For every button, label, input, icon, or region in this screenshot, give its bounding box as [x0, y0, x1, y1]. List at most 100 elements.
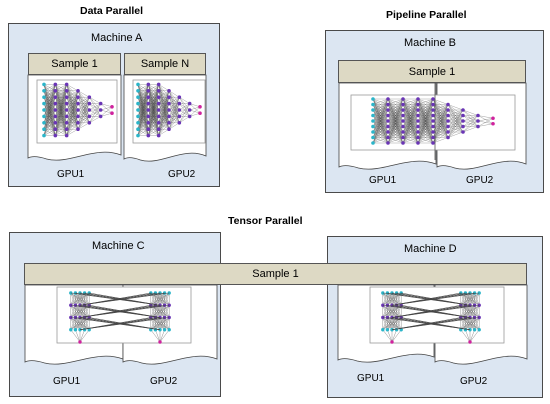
net-pipeline-node: [371, 141, 375, 145]
net-pipeline-node: [431, 141, 435, 145]
net-pipeline-node: [431, 119, 435, 123]
net-tensor-c-right-node: [162, 328, 167, 332]
net-pipeline-node: [371, 97, 375, 101]
net-pipeline-node: [416, 119, 420, 123]
net-data-gpu1-node: [53, 101, 58, 106]
net-data-gpu2-node: [198, 111, 202, 115]
net-data-gpu2-node: [146, 101, 151, 106]
net-data-gpu2-node: [167, 95, 171, 99]
net-pipeline-node: [461, 124, 465, 129]
net-data-gpu1-node: [64, 121, 69, 125]
net-data-gpu2-node: [146, 89, 151, 93]
net-data-gpu1-node: [42, 95, 46, 99]
net-pipeline-node: [446, 130, 450, 134]
net-pipeline-node: [416, 141, 420, 145]
net-pipeline-node: [401, 119, 405, 123]
net-pipeline-node: [371, 119, 375, 123]
net-data-gpu2-node: [156, 133, 161, 138]
net-pipeline-node: [431, 130, 435, 134]
net-data-gpu1-node: [42, 121, 46, 125]
net-data-gpu2-node: [136, 101, 140, 106]
net-data-gpu1-node: [42, 108, 46, 112]
net-tensor-c-left-node: [78, 340, 82, 344]
net-data-gpu1-node: [87, 101, 92, 106]
net-pipeline-node: [491, 116, 495, 121]
net-pipeline-node: [371, 124, 375, 129]
net-data-gpu1-node: [64, 108, 69, 112]
net-data-gpu2-node: [167, 114, 171, 119]
net-data-gpu2-node: [167, 108, 171, 112]
net-data-gpu1-node: [64, 133, 69, 138]
net-data-gpu2-node: [156, 89, 161, 93]
net-pipeline-node: [401, 124, 405, 129]
gpu2-label-tensor-d: GPU2: [460, 376, 488, 387]
net-data-gpu2-node: [156, 101, 161, 106]
net-data-gpu2-node: [156, 108, 161, 112]
gpu2-label-tensor-c: GPU2: [150, 376, 178, 387]
net-data-gpu2-node: [146, 127, 151, 131]
net-data-gpu1-node: [64, 95, 69, 99]
net-pipeline-node: [401, 130, 405, 134]
net-data-gpu2-node: [167, 89, 171, 93]
net-data-gpu2-node: [156, 82, 161, 87]
net-data-gpu1-node: [42, 101, 46, 106]
net-pipeline-node: [476, 113, 480, 118]
net-data-gpu2-node: [156, 127, 161, 131]
machine-a-label: Machine A: [91, 32, 143, 44]
gpu1-label-data: GPU1: [57, 169, 85, 180]
net-data-gpu1-node: [87, 108, 92, 112]
data-parallel-title: Data Parallel: [80, 5, 144, 17]
gpu1-label-tensor-d: GPU1: [357, 373, 385, 384]
net-tensor-c-left-node: [73, 328, 78, 332]
net-pipeline-node: [416, 113, 420, 118]
net-pipeline-node: [446, 113, 450, 118]
net-data-gpu1-node: [53, 121, 58, 125]
net-pipeline-node: [386, 108, 390, 112]
net-data-gpu1-node: [87, 114, 92, 119]
net-data-gpu2-node: [187, 108, 192, 112]
net-tensor-d-right-node: [459, 328, 463, 332]
net-data-gpu1-node: [76, 95, 80, 99]
net-pipeline-node: [461, 108, 465, 112]
net-pipeline-node: [371, 113, 375, 118]
net-data-gpu2-node: [136, 95, 140, 99]
net-data-gpu2-node: [167, 121, 171, 125]
net-data-gpu1-node: [76, 101, 80, 106]
net-data-gpu1-node: [87, 95, 92, 99]
net-tensor-c-left-node: [87, 328, 91, 332]
net-pipeline-node: [431, 135, 435, 140]
net-data-gpu2-node: [156, 114, 161, 119]
net-pipeline-node: [371, 108, 375, 112]
gpu2-label-data: GPU2: [168, 169, 196, 180]
net-pipeline-node: [416, 135, 420, 140]
net-data-gpu2-node: [146, 133, 151, 138]
net-pipeline-node: [431, 102, 435, 107]
tensor-parallel-title: Tensor Parallel: [228, 215, 303, 227]
net-pipeline-node: [386, 113, 390, 118]
machine-d-label: Machine D: [404, 243, 457, 255]
net-data-gpu1-node: [76, 89, 80, 93]
net-data-gpu1-node: [98, 108, 103, 112]
net-tensor-d-left-node: [399, 328, 403, 332]
net-pipeline-node: [401, 141, 405, 145]
net-pipeline-node: [446, 124, 450, 129]
net-pipeline-node: [431, 124, 435, 129]
net-pipeline-node: [401, 135, 405, 140]
net-data-gpu1-node: [76, 121, 80, 125]
net-data-gpu1-node: [42, 82, 46, 87]
net-tensor-d-right-node: [477, 328, 481, 332]
net-data-gpu2-node: [136, 133, 140, 138]
net-pipeline-node: [446, 108, 450, 112]
net-tensor-c-right-node: [149, 328, 153, 332]
net-pipeline-node: [401, 113, 405, 118]
gpu2-label-pipeline: GPU2: [466, 175, 494, 186]
net-pipeline-node: [431, 108, 435, 112]
net-data-gpu1-node: [53, 82, 58, 87]
net-data-gpu2-node: [146, 82, 151, 87]
net-tensor-d-left-node: [381, 328, 385, 332]
net-data-gpu1-node: [64, 127, 69, 131]
net-data-gpu1-node: [64, 89, 69, 93]
net-pipeline-node: [371, 130, 375, 134]
net-data-gpu2-node: [177, 121, 182, 125]
